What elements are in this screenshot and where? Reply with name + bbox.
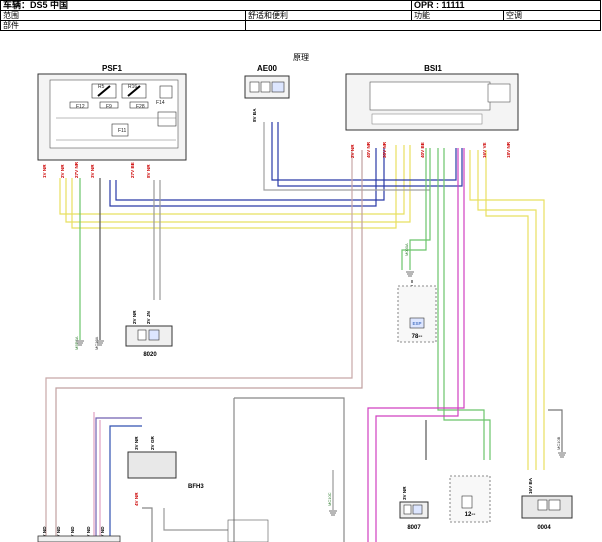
bsi1-pin-5: 16V VE bbox=[482, 142, 487, 158]
fuse-f9: F9 bbox=[106, 104, 112, 110]
wire-purple-1 bbox=[95, 417, 142, 542]
header-table: 车辆：DS5 中国 OPR : 11111 范围 舒适和便利 功能 空调 部件 bbox=[0, 0, 602, 31]
wire-label-mc10a: MC10A bbox=[94, 336, 99, 350]
wire-magenta-1 bbox=[375, 148, 459, 542]
wire-yellow-5 bbox=[477, 150, 537, 470]
bottom-connector bbox=[37, 535, 121, 542]
wire-green-3 bbox=[401, 148, 427, 270]
bfh3-label: BFH3 bbox=[188, 484, 204, 490]
bsi1-pin-1: 2V NR bbox=[350, 144, 355, 158]
component-8020: 8020 2V NR 2V JN bbox=[125, 310, 173, 358]
bottom-pin-2: 1V ND bbox=[56, 526, 61, 540]
wire-magenta-2 bbox=[367, 148, 465, 542]
component-8007: 8007 3V NR bbox=[399, 486, 429, 531]
component-0004: 0004 16V BA bbox=[521, 477, 573, 531]
fuse-f12: F12 bbox=[76, 104, 85, 110]
ae00-label: AE00 bbox=[257, 64, 278, 73]
psf1-pin-5: 27V BE bbox=[130, 162, 135, 178]
psf1-pin-3: 3V NR bbox=[90, 164, 95, 178]
c8007-pin: 3V NR bbox=[402, 486, 407, 500]
wire-blue-1 bbox=[109, 148, 377, 207]
wire-layer bbox=[45, 122, 563, 542]
bottom-pin-5: 1V ND bbox=[100, 526, 105, 540]
wire-grey-3 bbox=[45, 150, 353, 542]
ae00-pin: 8V BA bbox=[252, 108, 257, 122]
wire-blue-3 bbox=[271, 122, 457, 181]
c12-label: 12-- bbox=[465, 512, 476, 518]
bottom-pin-1: 1V ND bbox=[42, 526, 47, 540]
bsi1-pin-6: 18V NR bbox=[506, 141, 511, 158]
fuse-f28: F28 bbox=[136, 104, 145, 110]
bottom-pin-3: 1V ND bbox=[70, 526, 75, 540]
bsi1-pin-3: 30V NR bbox=[382, 141, 387, 158]
wire-blue-2 bbox=[115, 148, 385, 201]
wire-label-m5psa: M5PSA bbox=[74, 336, 79, 350]
psf1-pin-2: 2V NR bbox=[60, 164, 65, 178]
diagram-title: 原理 bbox=[293, 53, 309, 62]
wire-blue-4 bbox=[277, 122, 463, 187]
bfh3-pin-1: 3V NR bbox=[134, 436, 139, 450]
psf1-label: PSF1 bbox=[102, 64, 123, 73]
c8007-label: 8007 bbox=[407, 525, 421, 531]
wire-black-2 bbox=[548, 409, 563, 452]
relay-r5: R5 bbox=[98, 84, 105, 90]
component-bfh3: BFH3 3V NR 2V GR 4V NR bbox=[127, 436, 204, 506]
fuse-f14: F14 bbox=[156, 100, 165, 106]
wire-yellow-2 bbox=[65, 145, 411, 223]
wire-yellow-6 bbox=[485, 150, 529, 470]
fuse-f11: F11 bbox=[118, 128, 126, 134]
bsi1-label: BSI1 bbox=[424, 64, 442, 73]
wire-yellow-4 bbox=[469, 150, 545, 470]
c8020-pin-2: 2V JN bbox=[146, 311, 151, 324]
wire-purple-4 bbox=[163, 508, 228, 531]
bottom-box bbox=[227, 519, 269, 542]
relay-r16: R16 bbox=[128, 84, 137, 90]
bfh3-pin-3: 4V NR bbox=[134, 492, 139, 506]
bfh3-pin-2: 2V GR bbox=[150, 436, 155, 450]
wire-label-m000a: M000A bbox=[404, 243, 409, 256]
bottom-pin-4: 1V ND bbox=[86, 526, 91, 540]
component-78: ESP 78-- bbox=[397, 285, 437, 343]
wire-label-mc10b: MC10B bbox=[556, 436, 561, 450]
wire-label-mc10c: MC10C bbox=[327, 492, 332, 506]
c78-label: 78-- bbox=[412, 334, 423, 340]
bottom-pins: 1V ND 1V ND 1V ND 1V ND 1V ND bbox=[42, 526, 105, 540]
psf1-pin-6: 8V NR bbox=[146, 164, 151, 178]
wire-green-2 bbox=[409, 148, 431, 270]
wire-grey-1 bbox=[263, 122, 430, 191]
wire-green-4 bbox=[437, 148, 485, 460]
part-value bbox=[244, 20, 602, 31]
wire-purple-2 bbox=[109, 425, 142, 542]
c0004-label: 0004 bbox=[537, 525, 551, 531]
component-psf1: PSF1 F12 F9 F28 F14 F11 R5 R16 1V NR 2V … bbox=[37, 64, 187, 178]
wire-green-5 bbox=[443, 148, 491, 460]
wire-labels: M5PSA MC10A M000A MC10B MC10C bbox=[74, 243, 561, 506]
bsi1-pin-2: 40V NR bbox=[366, 141, 371, 158]
bsi1-pin-4: 40V BE bbox=[420, 142, 425, 158]
c8020-pin-1: 2V NR bbox=[132, 310, 137, 324]
psf1-pin-1: 1V NR bbox=[42, 164, 47, 178]
c78-esp: ESP bbox=[412, 321, 421, 326]
c8020-label: 8020 bbox=[143, 352, 157, 358]
component-bsi1: BSI1 2V NR 40V NR 30V NR 40V BE 16V VE 1… bbox=[345, 64, 519, 158]
wire-grey-2 bbox=[55, 150, 363, 542]
component-12: 12-- bbox=[449, 475, 491, 523]
psf1-pin-4: 27V NR bbox=[74, 161, 79, 178]
ground-symbols bbox=[76, 271, 566, 516]
c0004-pin: 16V BA bbox=[528, 477, 533, 494]
component-ae00: AE00 8V BA bbox=[244, 64, 290, 122]
wire-purple-3 bbox=[142, 507, 153, 542]
wire-grey-6 bbox=[234, 397, 345, 542]
